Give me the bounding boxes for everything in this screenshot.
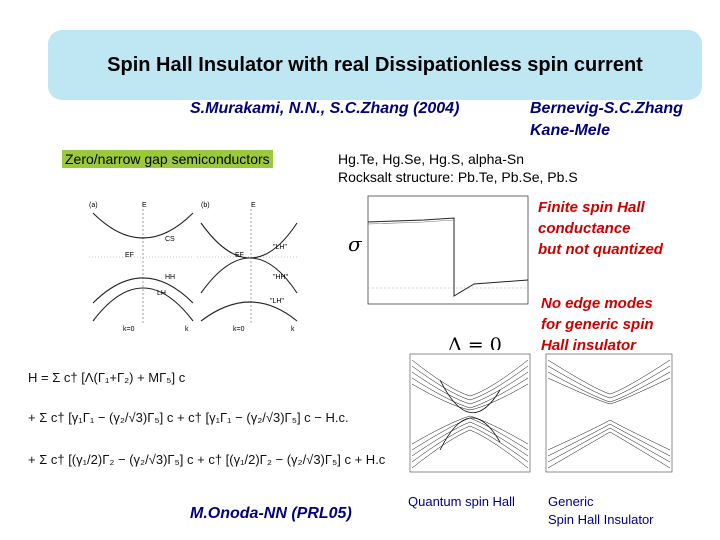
hamiltonian-equation: H = Σ c† [Λ(Γ₁+Γ₂) + MΓ₅] c + Σ c† [γ₁Γ₁… <box>24 360 386 482</box>
sigma-text: σ <box>348 232 362 256</box>
finite-conductance-note: Finite spin Hall conductance but not qua… <box>538 197 663 260</box>
conduction-band-a <box>92 212 194 239</box>
reference-murakami: S.Murakami, N.N., S.C.Zhang (2004) <box>190 100 460 117</box>
sigma-symbol: σ <box>348 232 362 256</box>
energy-axis-label-a: E <box>142 202 147 209</box>
cs-label: CS <box>165 236 175 243</box>
lh-label: LH <box>157 290 166 297</box>
svg-text:+ Σ c† [(γ₁/2)Γ₂ − (γ₂/√3)Γ₅]: + Σ c† [(γ₁/2)Γ₂ − (γ₂/√3)Γ₅] c + c† [(γ… <box>28 452 386 467</box>
note2-line2: for generic spin <box>541 316 654 333</box>
ef-label-b: EF <box>235 252 244 259</box>
onoda-reference: M.Onoda-NN (PRL05) <box>190 505 352 522</box>
materials-line-1: Hg.Te, Hg.Se, Hg.S, alpha-Sn <box>338 151 524 167</box>
materials-line-2: Rocksalt structure: Pb.Te, Pb.Se, Pb.S <box>338 169 578 185</box>
band-structure-figure: (a) E (b) E CS EF HH LH "LH" EF "HH" "LH… <box>85 195 300 335</box>
quantum-spin-hall-spectrum <box>400 350 535 482</box>
panel-a-label: (a) <box>89 202 98 209</box>
note2-line1: No edge modes <box>541 295 653 312</box>
generic-caption-line1: Generic <box>548 494 594 509</box>
k-axis-label-b: k <box>291 326 295 333</box>
svg-text:H = Σ c† [Λ(Γ₁+Γ₂) + MΓ₅] c: H = Σ c† [Λ(Γ₁+Γ₂) + MΓ₅] c <box>28 370 186 385</box>
heavy-hole-band-a <box>92 277 194 304</box>
lh-quoted-label-2: "LH" <box>270 298 284 305</box>
slide-title: Spin Hall Insulator with real Dissipatio… <box>107 53 643 76</box>
no-edge-modes-note: No edge modes for generic spin Hall insu… <box>541 293 654 356</box>
k-zero-label-b: k=0 <box>233 326 245 333</box>
generic-caption-line2: Spin Hall Insulator <box>548 512 654 527</box>
k-zero-label-a: k=0 <box>123 326 135 333</box>
title-banner: Spin Hall Insulator with real Dissipatio… <box>48 30 702 100</box>
generic-spin-hall-spectrum <box>536 350 676 482</box>
note2-line3: Hall insulator <box>541 337 637 354</box>
cs-band-b <box>200 301 298 322</box>
lh-band-b <box>200 222 298 259</box>
panel-b-label: (b) <box>201 202 210 209</box>
note1-line3: but not quantized <box>538 241 663 258</box>
ef-label-a: EF <box>125 252 134 259</box>
spin-hall-conductance-plot <box>364 190 534 312</box>
quantum-spin-hall-caption: Quantum spin Hall <box>408 494 515 509</box>
hh-band-b <box>200 257 298 294</box>
lh-quoted-label: "LH" <box>273 244 287 251</box>
light-hole-band-a <box>92 287 194 322</box>
zero-gap-label: Zero/narrow gap semiconductors <box>62 150 273 168</box>
note1-line1: Finite spin Hall <box>538 199 645 216</box>
reference-kane-mele: Kane-Mele <box>530 122 611 139</box>
hh-label: HH <box>165 274 175 281</box>
reference-bernevig: Bernevig-S.C.Zhang <box>530 100 683 117</box>
k-axis-label-a: k <box>185 326 189 333</box>
svg-text:+ Σ c† [γ₁Γ₁ − (γ₂/√3)Γ₅] c +: + Σ c† [γ₁Γ₁ − (γ₂/√3)Γ₅] c + c† [γ₁Γ₁ −… <box>28 410 349 425</box>
hh-quoted-label: "HH" <box>273 274 289 281</box>
energy-axis-label-b: E <box>251 202 256 209</box>
note1-line2: conductance <box>538 220 631 237</box>
